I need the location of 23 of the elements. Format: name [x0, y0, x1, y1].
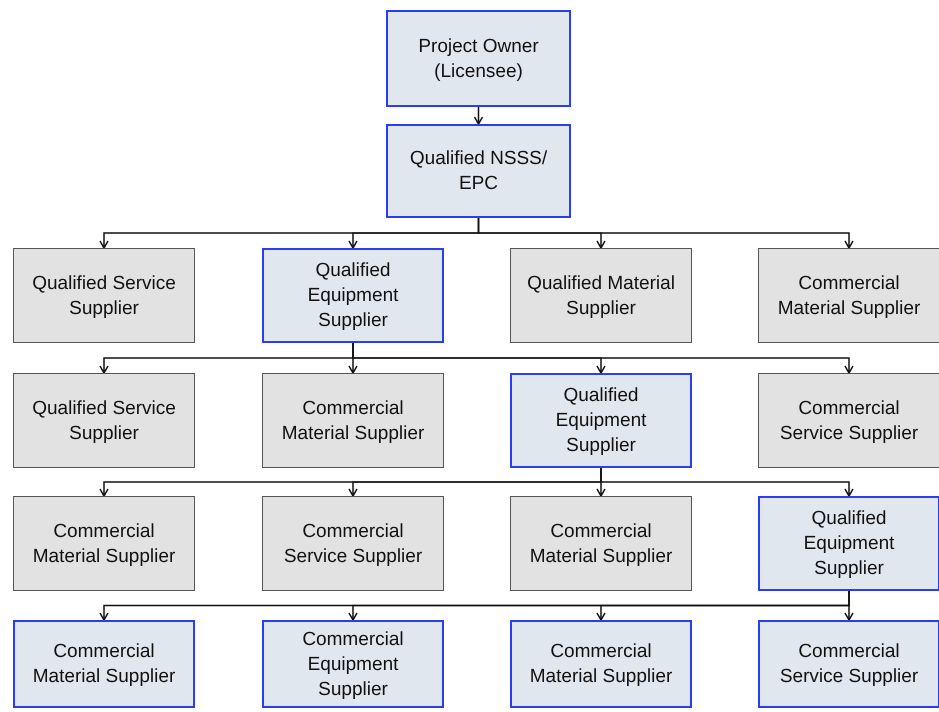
org-box: Qualified Service Supplier — [13, 373, 195, 468]
org-box: Qualified Material Supplier — [510, 248, 692, 343]
connector-arrow — [844, 591, 854, 621]
connector-arrow — [474, 107, 484, 125]
org-box: Qualified Equipment Supplier — [262, 248, 444, 343]
org-box: Commercial Service Supplier — [758, 373, 939, 468]
org-box: Commercial Material Supplier — [510, 620, 692, 708]
connector-arrow — [478, 218, 854, 249]
org-box: Commercial Service Supplier — [262, 496, 444, 591]
org-box: Commercial Material Supplier — [262, 373, 444, 468]
org-box: Qualified Equipment Supplier — [510, 373, 692, 468]
org-box: Qualified Equipment Supplier — [758, 496, 939, 591]
org-box: Commercial Material Supplier — [510, 496, 692, 591]
org-box: Commercial Material Supplier — [758, 248, 939, 343]
org-box: Commercial Equipment Supplier — [262, 620, 444, 708]
connector-arrow — [600, 468, 854, 497]
org-box: Commercial Material Supplier — [13, 496, 195, 591]
org-box: Qualified Service Supplier — [13, 248, 195, 343]
org-box: Qualified NSSS/ EPC — [386, 124, 571, 218]
connector-arrow — [352, 343, 854, 374]
org-box: Commercial Service Supplier — [758, 620, 939, 708]
org-box: Project Owner (Licensee) — [386, 10, 571, 107]
org-box: Commercial Material Supplier — [13, 620, 195, 708]
